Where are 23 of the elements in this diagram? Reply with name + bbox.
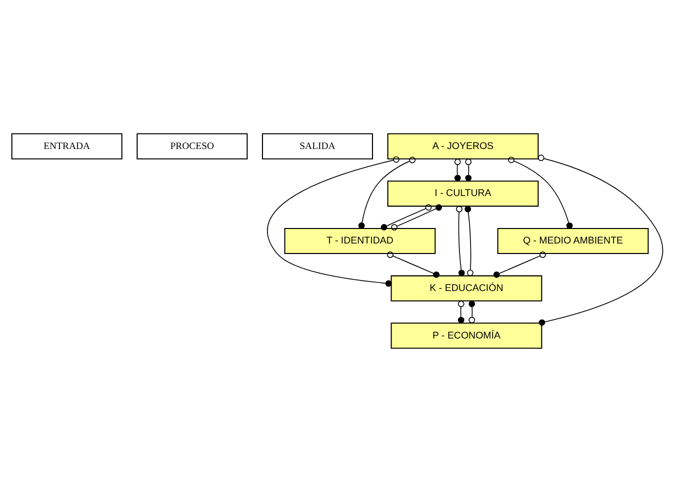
connector bbox=[508, 156, 573, 228]
connector bbox=[538, 154, 664, 326]
connector bbox=[458, 300, 464, 323]
node-box: SALIDA bbox=[262, 132, 373, 159]
connector bbox=[358, 156, 416, 228]
node-box: A - JOYEROS bbox=[387, 132, 539, 159]
connector bbox=[454, 158, 461, 181]
node-box: T - IDENTIDAD bbox=[284, 227, 436, 254]
node-box: Q - MEDIO AMBIENTE bbox=[497, 227, 649, 254]
node-box: ENTRADA bbox=[11, 132, 122, 159]
connector bbox=[456, 205, 465, 276]
node-box: I - CULTURA bbox=[387, 180, 539, 206]
node-box: P - ECONOMÍA bbox=[390, 322, 542, 348]
node-box: K - EDUCACIÓN bbox=[390, 274, 542, 301]
connector bbox=[464, 205, 474, 276]
connector bbox=[465, 158, 472, 181]
connector bbox=[387, 251, 440, 278]
node-box: PROCESO bbox=[136, 132, 248, 159]
connector bbox=[391, 204, 442, 230]
connector bbox=[468, 300, 476, 323]
connector bbox=[493, 251, 546, 278]
connector bbox=[380, 204, 432, 230]
connector bbox=[266, 156, 400, 286]
